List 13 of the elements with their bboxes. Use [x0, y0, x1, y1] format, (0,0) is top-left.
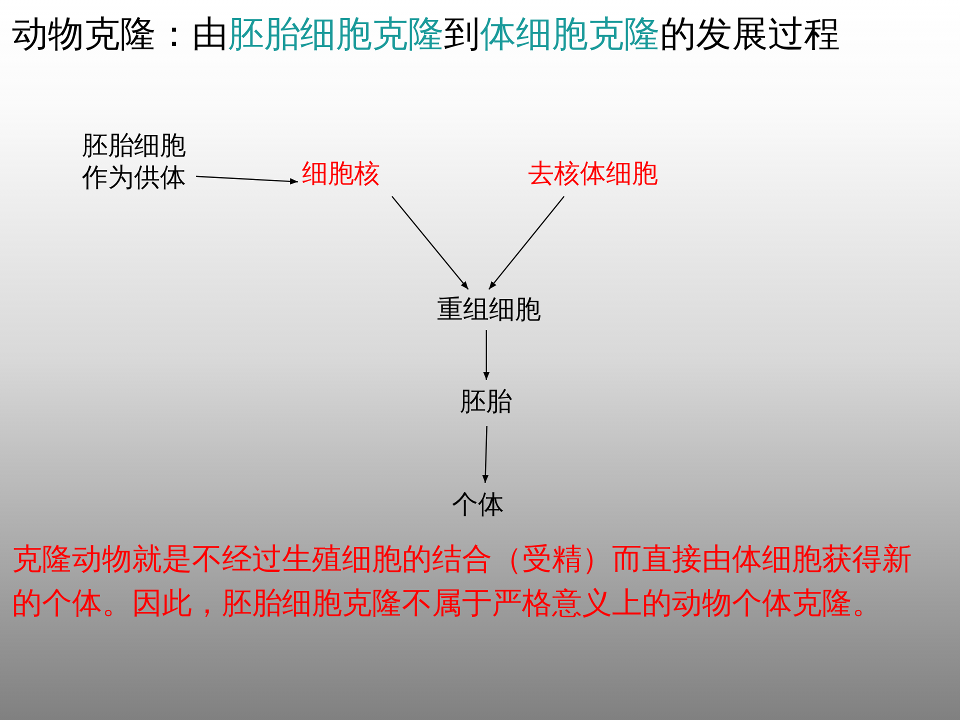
slide-title: 动物克隆：由胚胎细胞克隆到体细胞克隆的发展过程: [12, 13, 841, 57]
arrow: [392, 196, 469, 290]
node-label: 细胞核: [302, 158, 381, 190]
note-paragraph: 克隆动物就是不经过生殖细胞的结合（受精）而直接由体细胞获得新的个体。因此，胚胎细胞克隆不属于严格意义上的动物个体克隆。: [12, 541, 913, 623]
node-label: 去核体细胞: [528, 158, 659, 190]
arrow: [196, 176, 298, 185]
node-label: 重组细胞: [437, 294, 542, 326]
arrow: [488, 196, 565, 290]
node-label: 胚胎: [460, 386, 513, 418]
node-label: 胚胎细胞作为供体: [82, 130, 187, 194]
node-label: 个体: [452, 489, 505, 521]
arrow: [483, 330, 490, 380]
arrow: [482, 426, 489, 484]
